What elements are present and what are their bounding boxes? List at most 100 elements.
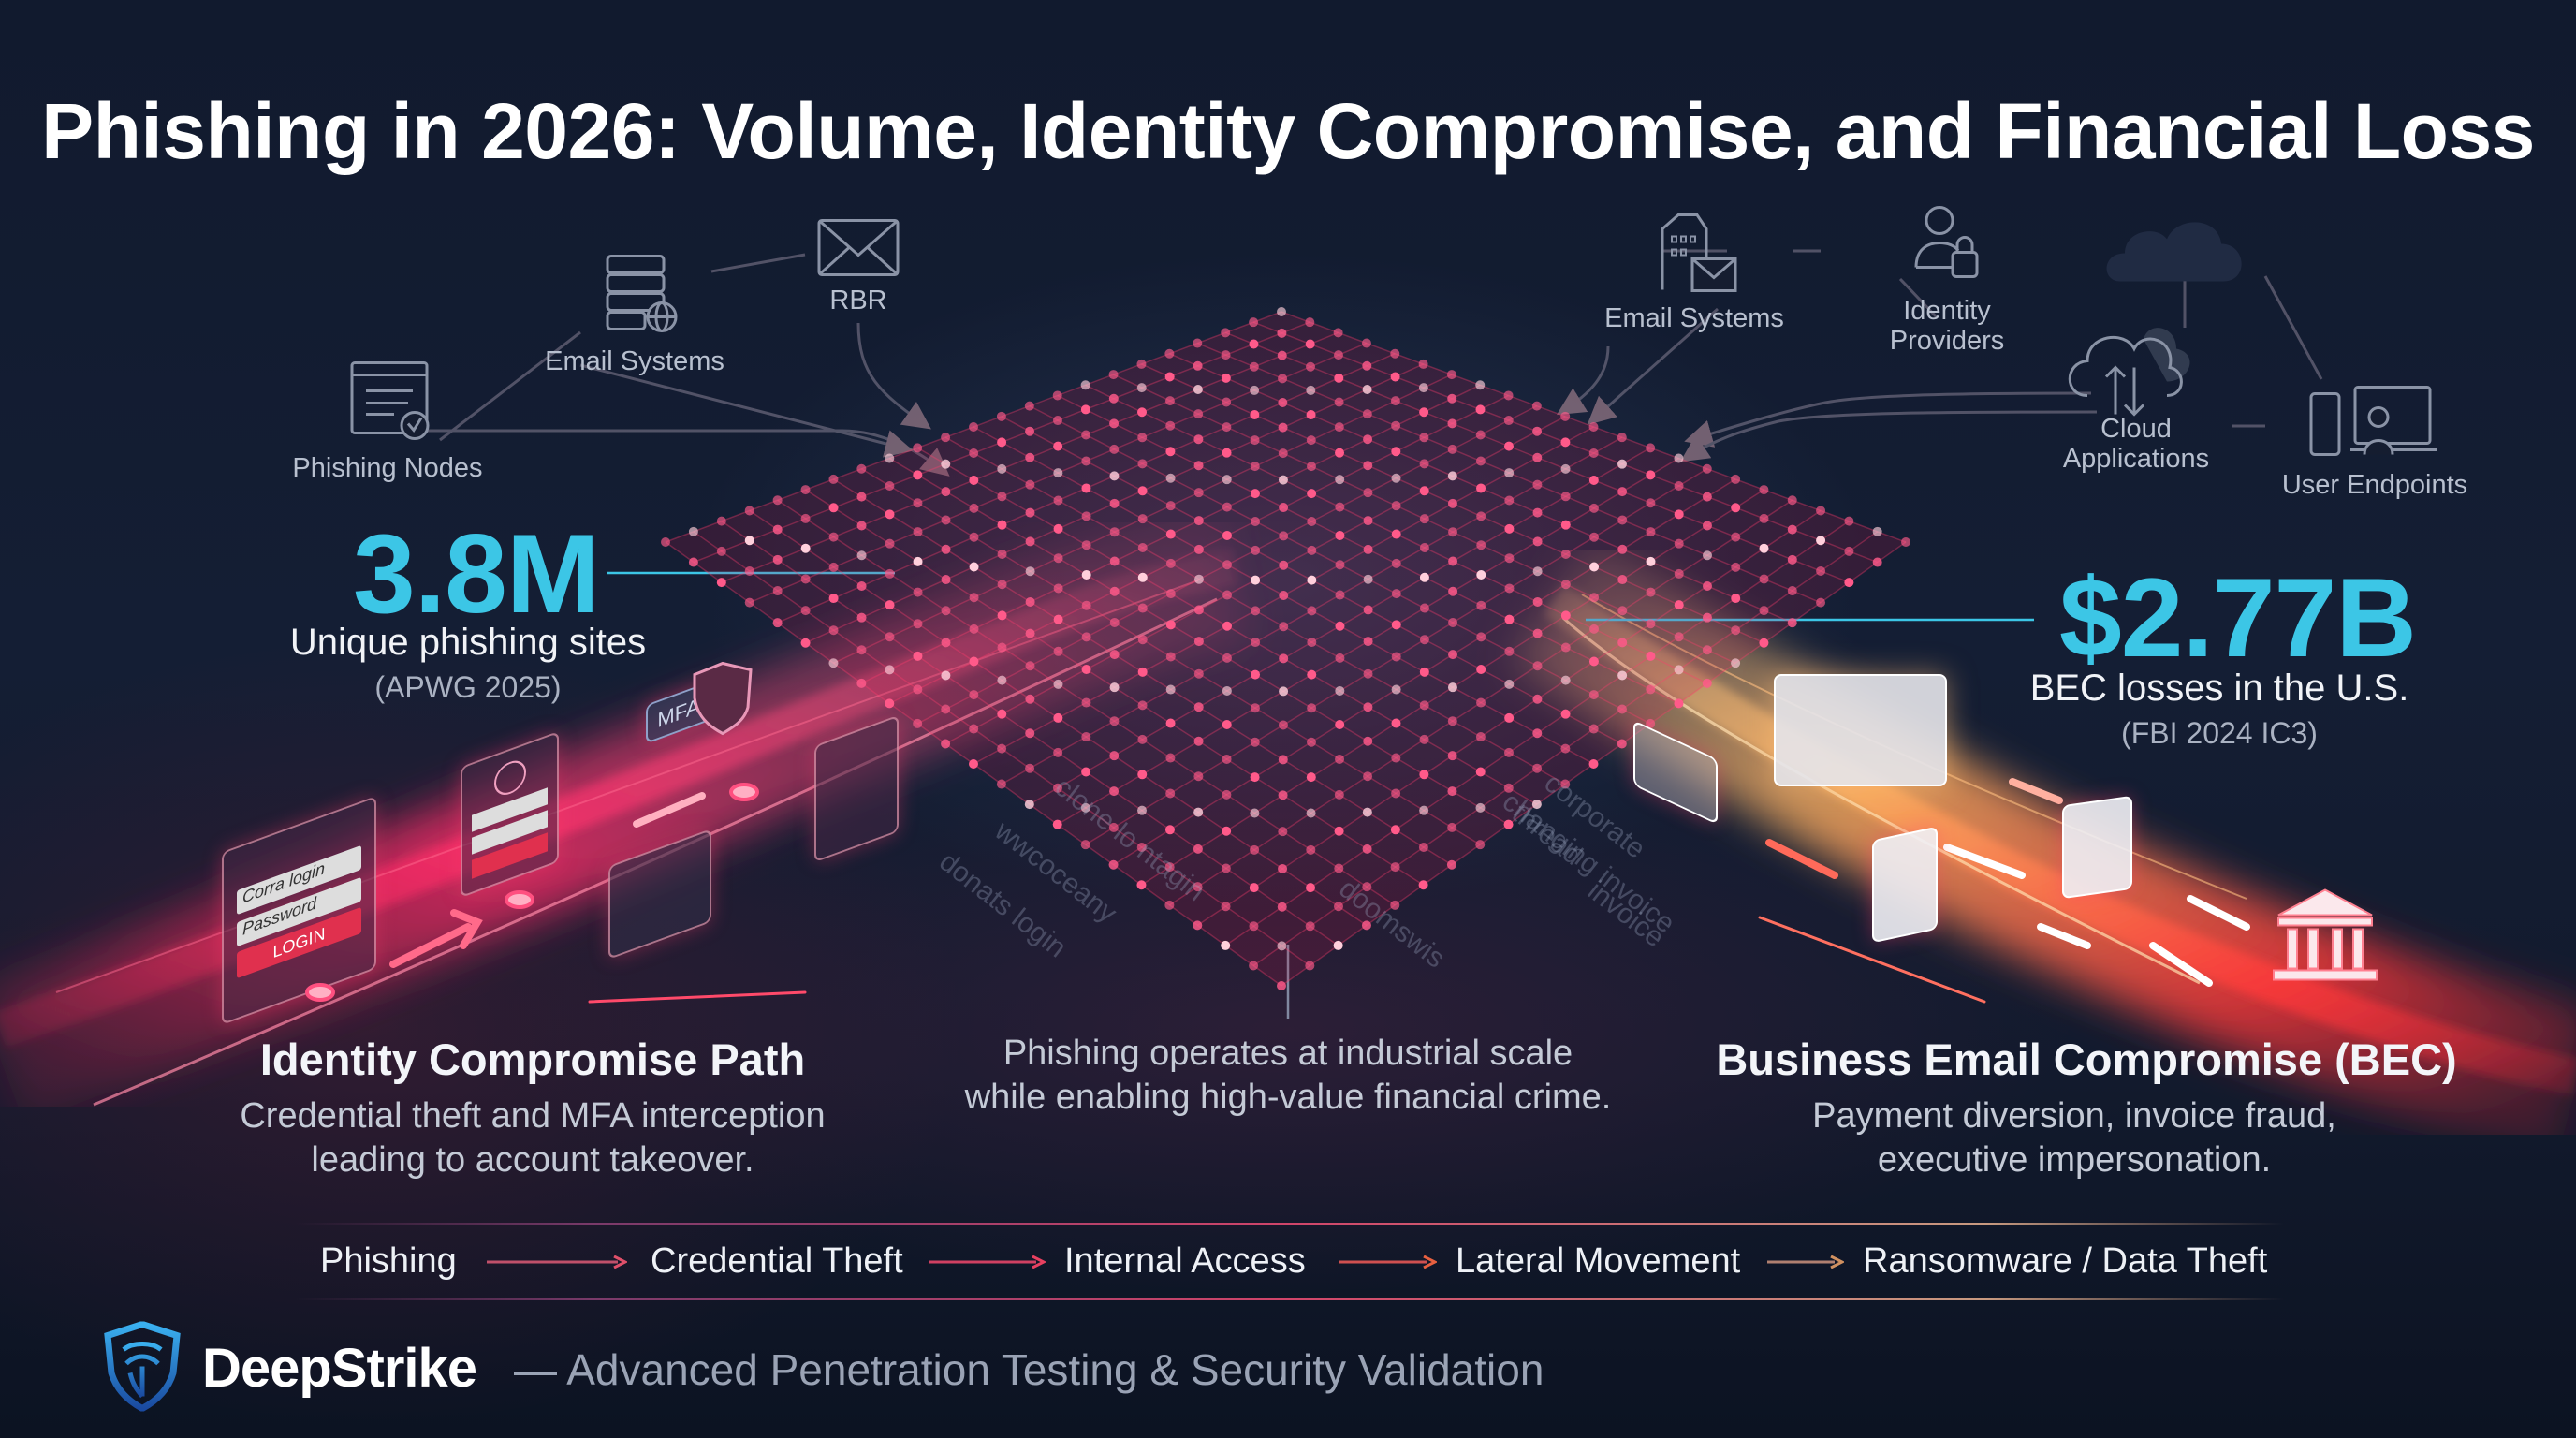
grid-node <box>1419 459 1429 469</box>
label-line: Identity <box>1903 296 1991 326</box>
grid-node <box>1589 562 1600 572</box>
grid-node <box>1759 513 1769 523</box>
grid-node <box>1193 384 1203 394</box>
grid-node <box>1447 393 1457 404</box>
grid-node <box>1277 981 1286 990</box>
grid-node <box>1617 575 1628 585</box>
grid-node <box>1391 718 1401 728</box>
grid-node <box>1759 606 1769 616</box>
flow-step-lateral-movement: Lateral Movement <box>1456 1241 1741 1281</box>
grid-node <box>1080 840 1090 850</box>
grid-node <box>1390 900 1400 910</box>
grid-node <box>1532 763 1543 773</box>
grid-node <box>997 437 1007 448</box>
grid-node <box>1137 667 1148 677</box>
grid-node <box>969 532 979 542</box>
grid-node <box>1531 800 1542 810</box>
grid-node <box>969 422 978 432</box>
grid-node <box>1081 697 1091 708</box>
grid-node <box>1024 800 1034 810</box>
grid-node <box>1193 702 1204 712</box>
grid-node <box>1335 448 1345 458</box>
grid-node <box>969 448 979 459</box>
grid-node <box>772 495 783 506</box>
grid-node <box>856 521 867 531</box>
grid-node <box>1193 544 1204 554</box>
grid-node <box>1306 385 1316 395</box>
grid-node <box>969 656 979 667</box>
grid-node <box>1193 920 1203 931</box>
grid-node <box>1277 902 1287 912</box>
grid-node <box>1137 459 1148 469</box>
browser-check-icon <box>347 359 432 448</box>
grid-node <box>1081 430 1091 440</box>
grid-node <box>1334 397 1344 407</box>
grid-node <box>1362 844 1372 854</box>
grid-node <box>1109 556 1120 566</box>
grid-node <box>1391 558 1401 568</box>
grid-node <box>1108 393 1119 404</box>
grid-node <box>1702 550 1712 561</box>
grid-node <box>996 779 1006 789</box>
grid-node <box>1390 348 1400 359</box>
grid-node <box>1759 543 1769 553</box>
grid-node <box>1137 572 1148 582</box>
grid-node <box>1391 652 1401 662</box>
grid-node <box>1391 620 1401 630</box>
grid-node <box>941 575 951 585</box>
grid-node <box>1531 401 1542 411</box>
grid-node <box>1081 600 1091 610</box>
grid-node <box>1305 317 1315 328</box>
grid-node <box>1560 779 1571 789</box>
grid-node <box>1759 485 1769 495</box>
grid-node <box>1250 737 1260 747</box>
grid-node <box>1250 844 1260 855</box>
grid-node <box>1307 638 1317 648</box>
grid-node <box>1025 596 1035 607</box>
grid-node <box>1278 374 1288 384</box>
grid-node <box>997 610 1007 621</box>
grid-node <box>1617 739 1627 749</box>
grid-node <box>1419 667 1429 677</box>
grid-node <box>1844 516 1854 526</box>
cloud-sync-icon <box>2059 316 2218 424</box>
grid-node <box>941 487 951 497</box>
grid-node <box>1221 373 1231 383</box>
grid-node <box>1362 807 1372 817</box>
grid-node <box>885 453 895 463</box>
grid-node <box>913 587 923 597</box>
grid-node <box>1222 789 1232 800</box>
grid-node <box>1081 569 1091 580</box>
grid-node <box>1053 441 1063 451</box>
grid-node <box>1589 532 1600 542</box>
grid-node <box>1419 805 1429 815</box>
grid-node <box>1109 786 1120 797</box>
grid-node <box>1222 448 1232 458</box>
grid-node <box>1476 569 1486 580</box>
grid-node <box>1560 492 1571 502</box>
grid-node <box>1164 825 1175 835</box>
grid-node <box>1164 900 1175 910</box>
grid-node <box>1053 495 1063 506</box>
grid-node <box>1306 808 1316 818</box>
grid-node <box>1109 682 1120 693</box>
grid-node <box>744 506 754 516</box>
grid-node <box>1447 498 1457 508</box>
grid-node <box>1674 453 1684 463</box>
grid-node <box>1335 621 1345 631</box>
grid-node <box>1136 843 1147 853</box>
grid-node <box>1560 642 1571 653</box>
grid-node <box>1363 434 1373 445</box>
grid-node <box>913 556 923 566</box>
grid-node <box>1137 603 1148 613</box>
grid-node <box>1080 404 1090 415</box>
grid-node <box>1475 404 1486 415</box>
grid-node <box>1532 507 1543 518</box>
grid-node <box>1136 359 1147 369</box>
arrow-right-icon <box>1339 1255 1437 1269</box>
grid-node <box>744 597 754 608</box>
grid-node <box>1277 350 1287 360</box>
grid-node <box>800 543 811 553</box>
grid-node <box>1532 566 1543 577</box>
